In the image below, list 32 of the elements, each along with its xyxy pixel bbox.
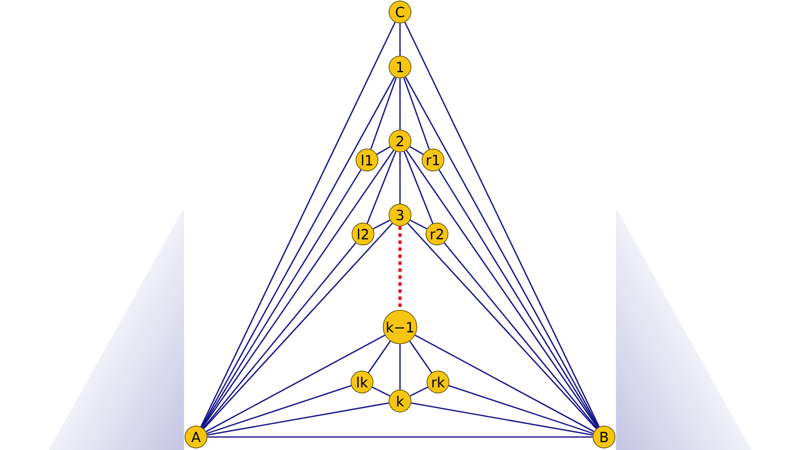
graph-edge bbox=[207, 402, 389, 436]
graph-edge bbox=[448, 384, 594, 434]
graph-edge bbox=[202, 150, 394, 428]
graph-edge bbox=[411, 402, 593, 436]
graph-edge bbox=[444, 242, 598, 429]
graph-edge bbox=[404, 151, 434, 224]
graph-edge bbox=[406, 150, 598, 428]
graph-edge bbox=[407, 222, 597, 430]
graph-edge bbox=[202, 242, 356, 429]
dotted-line bbox=[398, 226, 402, 310]
graph-edge bbox=[201, 169, 362, 428]
graph-edge bbox=[410, 220, 428, 230]
graph-edge bbox=[206, 384, 352, 434]
graph-edge bbox=[376, 146, 390, 155]
graph-edge bbox=[410, 386, 428, 397]
graph-edge bbox=[372, 220, 390, 230]
graph-edge bbox=[368, 340, 391, 374]
graph-edge bbox=[372, 386, 390, 397]
graph-edge bbox=[370, 77, 397, 150]
graph-edge bbox=[207, 436, 593, 438]
graph-edge bbox=[403, 77, 430, 150]
graph-edge bbox=[410, 146, 424, 155]
graph-edge bbox=[399, 344, 401, 390]
graph-edge bbox=[399, 152, 401, 204]
graph-edge bbox=[399, 78, 401, 130]
graph-edge bbox=[414, 334, 594, 432]
graph-edge bbox=[366, 151, 396, 224]
graph-edge bbox=[438, 169, 599, 428]
graph-edge bbox=[206, 334, 386, 432]
graph-edge bbox=[399, 23, 401, 56]
graph-edge bbox=[203, 222, 393, 430]
graph-edge bbox=[409, 340, 432, 374]
